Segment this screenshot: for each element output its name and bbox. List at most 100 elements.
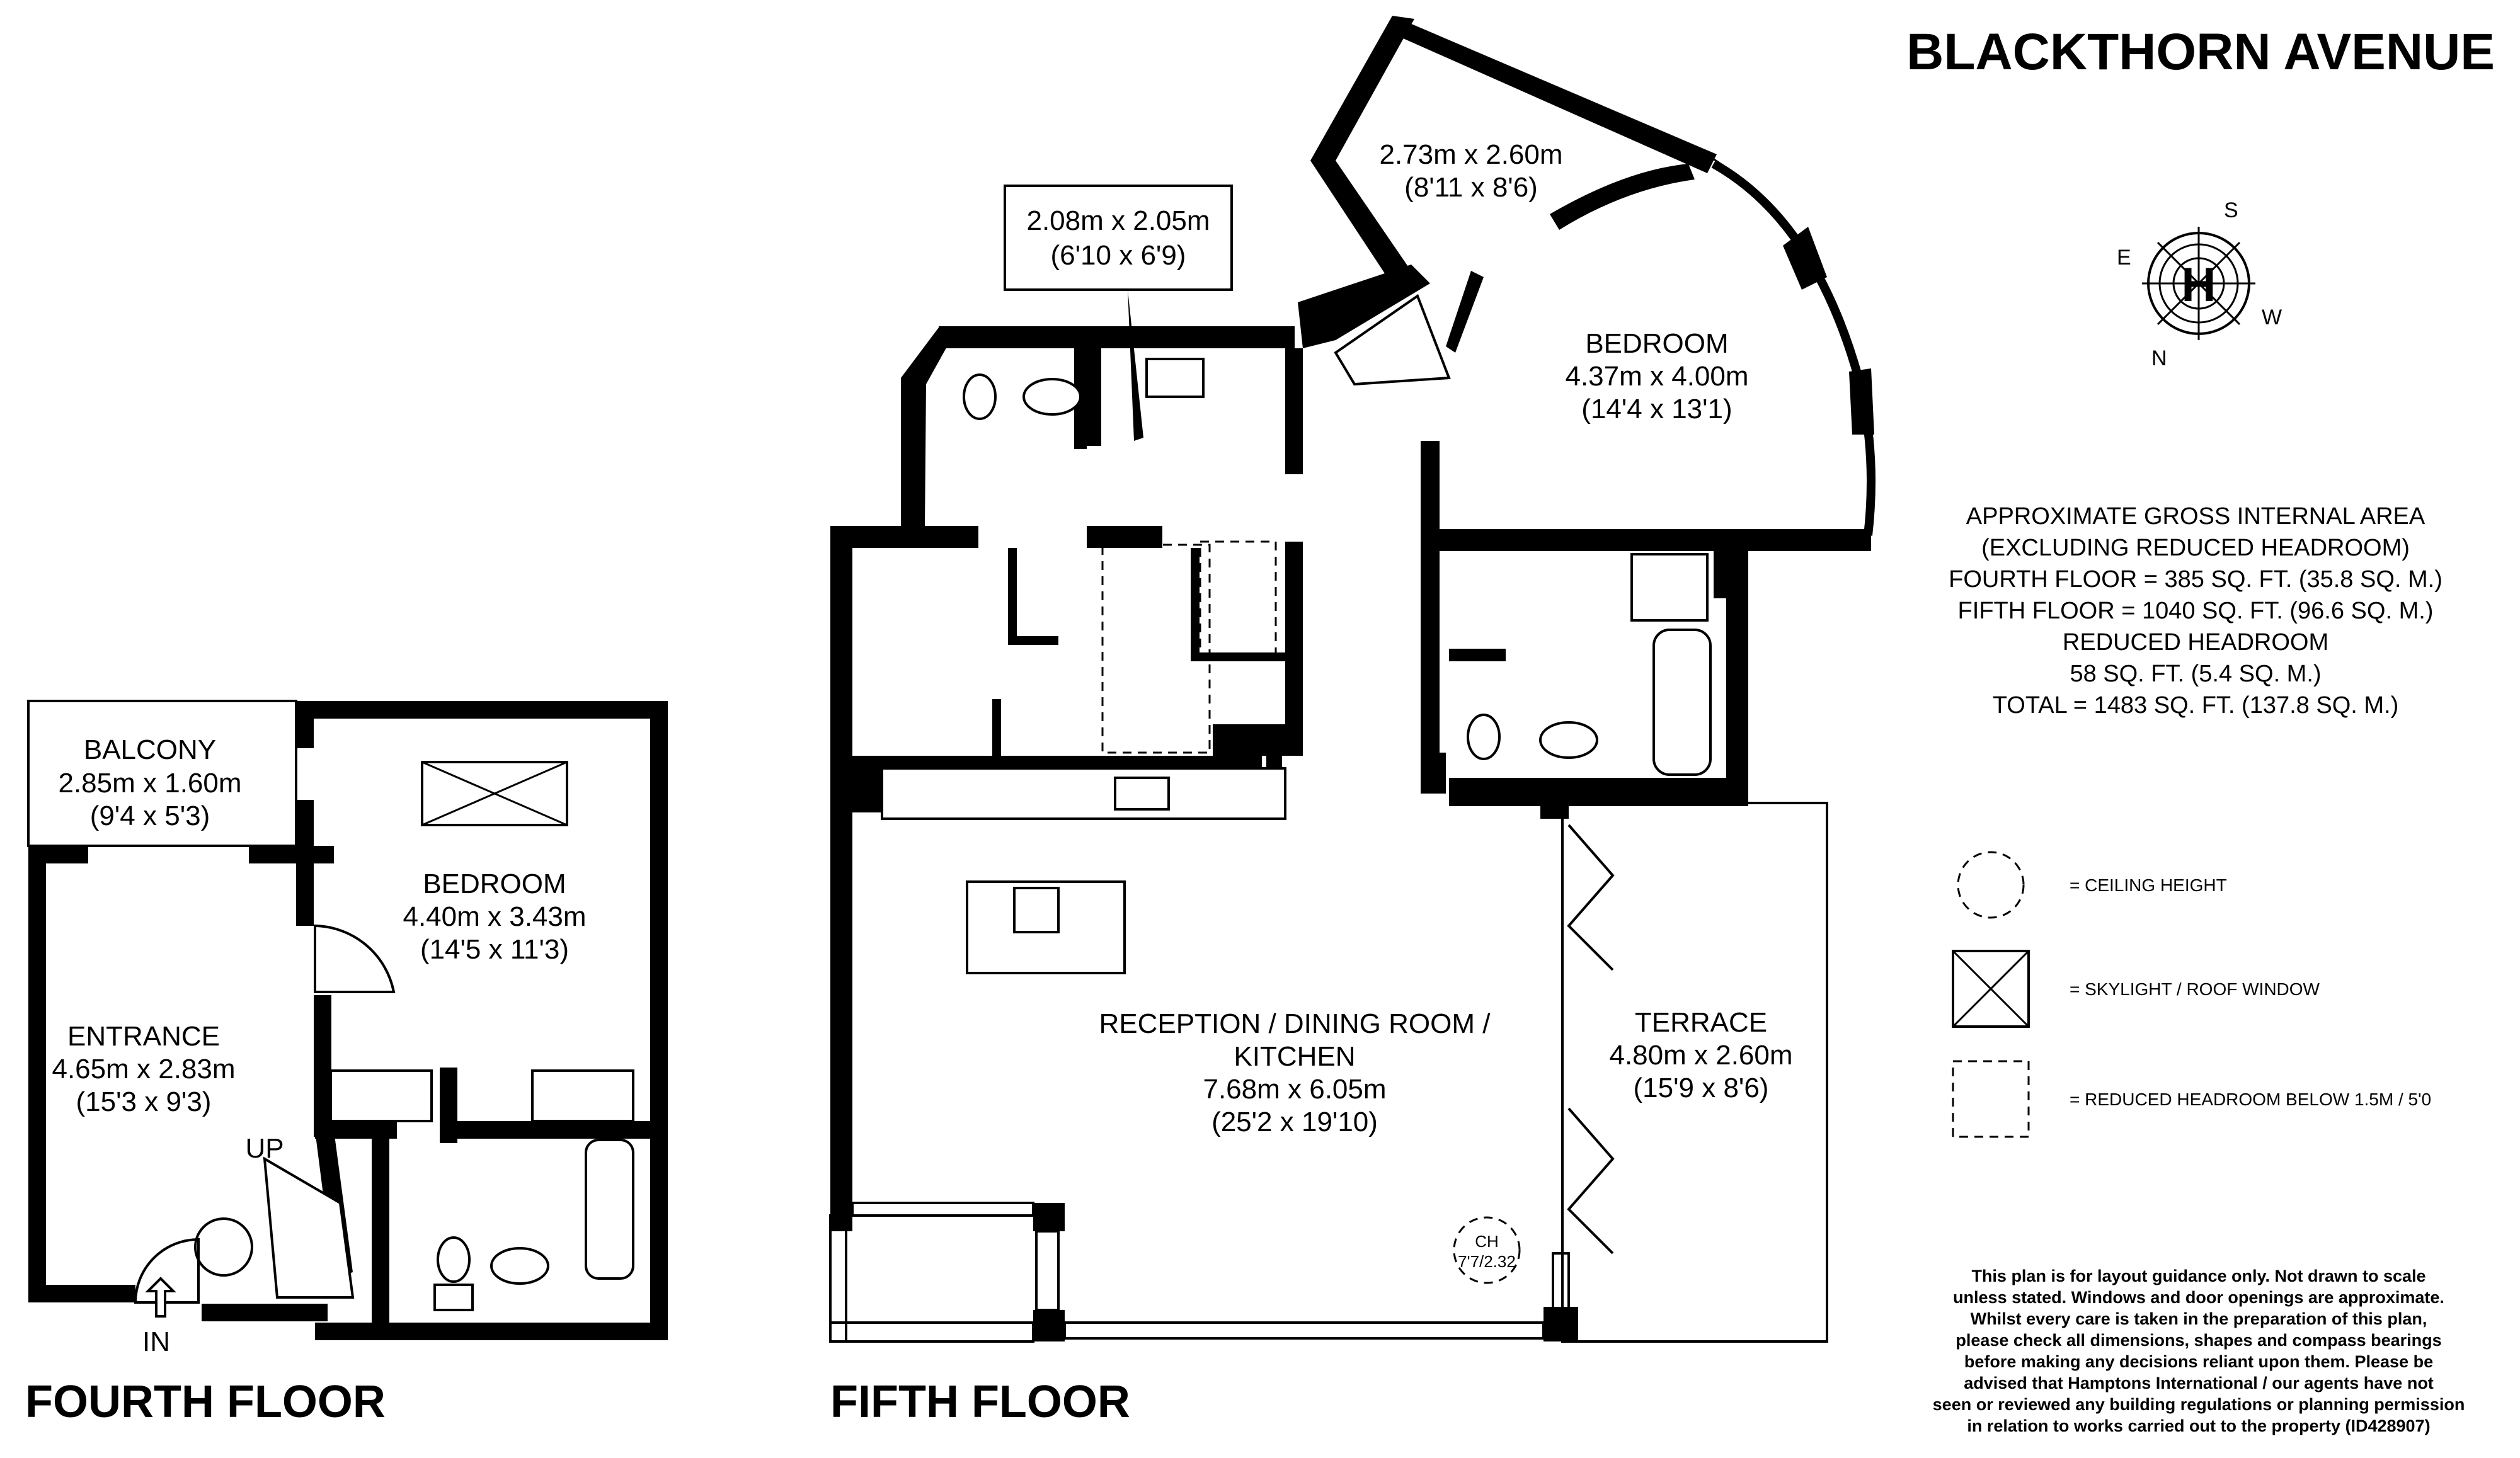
balcony-name: BALCONY (84, 734, 216, 765)
disclaimer-line: This plan is for layout guidance only. N… (1971, 1267, 2426, 1285)
top-room-north-wall (1392, 16, 1717, 173)
bedroom-south-wall (1421, 529, 1871, 551)
ceiling-height-value: 7'7/2.32 (1458, 1252, 1516, 1271)
small-room-label-box (1004, 185, 1233, 291)
fourth-floor-plan: BALCONY 2.85m x 1.60m (9'4 x 5'3) BEDROO… (25, 700, 668, 1427)
kitchen-sink-icon (1114, 777, 1170, 811)
shower-icon (1630, 553, 1709, 622)
area-line: APPROXIMATE GROSS INTERNAL AREA (1966, 503, 2426, 530)
bedroom5-metric: 4.37m x 4.00m (1565, 361, 1748, 392)
terrace-name: TERRACE (1635, 1007, 1767, 1038)
terrace-outline (1561, 802, 1828, 1343)
compass-logo: H (2182, 258, 2216, 312)
balcony-metric: 2.85m x 1.60m (58, 768, 241, 799)
disclaimer-line: advised that Hamptons International / ou… (1964, 1374, 2434, 1393)
disclaimer-line: unless stated. Windows and door openings… (1953, 1288, 2444, 1307)
entrance-imperial: (15'3 x 9'3) (76, 1086, 212, 1117)
balcony-outline (27, 700, 297, 847)
toilet-icon (963, 373, 997, 420)
toilet-icon (437, 1236, 471, 1283)
bedroom-north-wall (296, 701, 668, 719)
terrace-imperial: (15'9 x 8'6) (1634, 1073, 1769, 1103)
bathtub-icon (1652, 629, 1712, 776)
compass-east: E (2117, 246, 2131, 270)
compass-rose: H S E W N (2117, 198, 2282, 370)
bath-south-wall (1449, 778, 1745, 806)
bedroom4-metric: 4.40m x 3.43m (403, 901, 586, 932)
area-line: (EXCLUDING REDUCED HEADROOM) (1981, 535, 2410, 561)
legend: = CEILING HEIGHT = SKYLIGHT / ROOF WINDO… (1952, 851, 2431, 1138)
reception-metric: 7.68m x 6.05m (1203, 1074, 1386, 1105)
ceiling-height-legend-icon (1957, 851, 2025, 919)
entrance-door-swing (134, 1238, 200, 1304)
small-room-metric: 2.08m x 2.05m (1026, 205, 1210, 236)
disclaimer: This plan is for layout guidance only. N… (1933, 1267, 2465, 1435)
bedroom5-imperial: (14'4 x 13'1) (1581, 394, 1732, 424)
wardrobe (329, 1069, 433, 1122)
hob-icon (1013, 887, 1060, 933)
disclaimer-line: seen or reviewed any building regulation… (1933, 1395, 2465, 1414)
bedroom5-name: BEDROOM (1585, 328, 1728, 359)
bedroom4-imperial: (14'5 x 11'3) (420, 934, 569, 965)
door-swing (314, 924, 396, 993)
reduced-headroom-legend-icon (1952, 1060, 2030, 1138)
compass-south: S (2224, 198, 2238, 222)
small-room-imperial: (6'10 x 6'9) (1051, 240, 1186, 271)
entrance-name: ENTRANCE (67, 1021, 220, 1052)
area-summary: APPROXIMATE GROSS INTERNAL AREA (EXCLUDI… (1949, 503, 2443, 719)
reception-name-line1: RECEPTION / DINING ROOM / (1099, 1008, 1491, 1039)
top-room-metric: 2.73m x 2.60m (1379, 139, 1562, 170)
top-room-imperial: (8'11 x 8'6) (1404, 172, 1538, 203)
plan-title: BLACKTHORN AVENUE (1906, 23, 2495, 81)
ceiling-height-label: CH (1475, 1232, 1499, 1251)
sink-icon (1145, 358, 1205, 398)
kitchen-counter (881, 767, 1286, 820)
reception-west-wall (830, 526, 852, 1231)
bifold-door (1567, 1107, 1615, 1255)
south-wall (315, 1323, 668, 1340)
up-label: UP (245, 1133, 284, 1164)
legend-reduced: = REDUCED HEADROOM BELOW 1.5M / 5'0 (2070, 1090, 2431, 1109)
balcony-imperial: (9'4 x 5'3) (90, 800, 210, 831)
wc-west-wall (901, 327, 958, 526)
reception-south-window (1063, 1321, 1545, 1340)
area-line: REDUCED HEADROOM (2063, 629, 2328, 656)
terrace-metric: 4.80m x 2.60m (1609, 1040, 1792, 1071)
bathtub-icon (585, 1139, 634, 1280)
entry-arrow-icon (145, 1277, 176, 1318)
reception-name-line2: KITCHEN (1234, 1041, 1355, 1072)
bath-east-wall (1726, 548, 1748, 806)
disclaimer-line: in relation to works carried out to the … (1967, 1416, 2430, 1435)
area-line: FOURTH FLOOR = 385 SQ. FT. (35.8 SQ. M.) (1949, 566, 2443, 593)
in-label: IN (142, 1326, 170, 1357)
legend-ceiling: = CEILING HEIGHT (2070, 875, 2227, 895)
disclaimer-line: before making any decisions reliant upon… (1964, 1352, 2433, 1371)
compass-north: N (2151, 346, 2167, 370)
ceiling-height-marker (1453, 1216, 1521, 1284)
disclaimer-line: Whilst every care is taken in the prepar… (1971, 1309, 2427, 1328)
area-line: 58 SQ. FT. (5.4 SQ. M.) (2070, 661, 2321, 687)
fourth-floor-label: FOURTH FLOOR (25, 1377, 386, 1427)
sink-icon (1539, 721, 1598, 759)
compass-west: W (2262, 305, 2282, 329)
reception-imperial: (25'2 x 19'10) (1211, 1107, 1378, 1137)
wardrobe (531, 1069, 634, 1122)
fifth-floor-label: FIFTH FLOOR (830, 1377, 1130, 1427)
sink-icon (490, 1247, 549, 1285)
bifold-door (1567, 824, 1615, 971)
fifth-floor-plan: 2.08m x 2.05m (6'10 x 6'9) 2.73m x 2.60m… (829, 16, 1876, 1427)
upper-north-wall (939, 326, 1295, 348)
hall-east-wall (1421, 441, 1440, 756)
entrance-west-wall (28, 846, 46, 1293)
toilet-icon (1467, 714, 1501, 760)
staircase (1334, 293, 1451, 386)
top-room-west-wall (1310, 16, 1418, 290)
legend-skylight: = SKYLIGHT / ROOF WINDOW (2070, 979, 2320, 999)
entrance-metric: 4.65m x 2.83m (52, 1054, 235, 1085)
area-line: FIFTH FLOOR = 1040 SQ. FT. (96.6 SQ. M.) (1958, 598, 2434, 624)
newel-icon (194, 1217, 253, 1277)
area-line: TOTAL = 1483 SQ. FT. (137.8 SQ. M.) (1993, 692, 2398, 719)
sink-icon (1022, 378, 1082, 416)
reduced-headroom-area (1101, 544, 1211, 754)
